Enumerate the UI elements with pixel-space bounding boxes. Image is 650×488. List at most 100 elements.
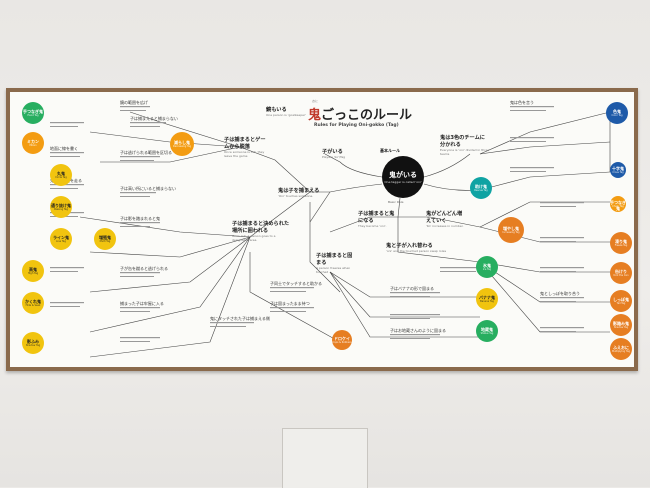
game-dot-label: ミカン: [27, 139, 39, 144]
game-dot-label: 凍り鬼: [615, 239, 627, 244]
game-dot-en: Rescue Tag: [474, 189, 488, 192]
basic-rule-label: 基本ルール: [380, 148, 400, 153]
note-14: 子はバナナの形で固まる: [390, 286, 434, 291]
node-kotaeru-jp: 子は捕まると固まる: [316, 253, 353, 266]
node-kakowareru-jp: 子は捕まると決められた場所に囲われる: [232, 221, 290, 234]
game-dot-en: Kick the Can: [613, 274, 629, 277]
node-kawaru-jp: 子は捕まると鬼になる: [358, 211, 395, 224]
game-dot-en: Cross Tag: [612, 171, 624, 174]
note-3: 地面に線を書く: [50, 146, 78, 151]
game-dot-label: ふえおに: [613, 345, 629, 350]
node-irekawaru: 鬼と子が入れ替わる'oni' and the touched person sw…: [386, 242, 446, 253]
note-2: 子は捕まえると捕まらない: [130, 116, 178, 121]
game-dot-en: Color Tag: [611, 114, 623, 117]
game-dot-en: Shadow Tag: [613, 326, 629, 329]
node-tsukamaeru: 鬼は子を捕まえる'Oni' touches someone.: [278, 187, 319, 198]
game-dot-en: Mikan: [29, 144, 37, 147]
node-irekawaru-jp: 鬼と子が入れ替わる: [386, 243, 433, 249]
title-rest: ごっこのルール: [321, 108, 413, 123]
node-kotaeru-en: A person freezes when touched: [316, 266, 351, 274]
game-dot-en: Hand Tag: [27, 114, 39, 117]
game-dot-en: Line Tag: [56, 240, 66, 243]
game-dot-en: Circle Tag: [55, 176, 67, 179]
node-fueru-en: 'Ko' increases in number.: [426, 224, 464, 228]
node-tsukamaeru-jp: 鬼は子を捕まえる: [278, 188, 320, 194]
poster-title: 鬼ごっこのルール: [308, 104, 412, 123]
game-dot-label: 増やし鬼: [503, 226, 519, 231]
title-prefix: 鬼: [308, 108, 322, 123]
node-kakowareru-en: Once out, a person goes to a designated …: [232, 234, 276, 242]
node-teams-en: Everyone is 'oni' divided in three teams: [440, 148, 490, 156]
game-dot-en: Freeze Tag: [614, 244, 628, 247]
game-dot-en: Multi Tag: [99, 240, 111, 243]
game-dot-label: しっぽ鬼: [613, 297, 629, 302]
game-dot-label: 地蔵鬼: [481, 327, 493, 332]
node-fueru: 鬼がどんどん増えていく'Ko' increases in number.: [426, 210, 466, 228]
game-dot-label: かくれ鬼: [25, 299, 41, 304]
node-teams-jp: 鬼は3色のチームに分かれる: [440, 135, 485, 148]
game-dot-en: Banana Tag: [480, 300, 494, 303]
game-dot-en: Ice Tag: [482, 268, 492, 271]
node-kodomo-jp: 子がいる: [322, 149, 343, 155]
node-oni-mo-jp: 鏡もいる: [266, 107, 287, 113]
note-10: 鬼にタッチされた子は捕まえる側: [210, 316, 270, 321]
poster-subtitle: Rules for Playing Oni-gokko (Tag): [314, 123, 399, 128]
note-1: 鏡の範囲を広げ: [120, 100, 148, 105]
node-datsuraku-en: Once someone is out, they leave the game: [224, 150, 265, 158]
node-kawaru-en: They become 'oni'.: [358, 224, 387, 228]
note-13: 子は固まったまま待つ: [270, 301, 310, 306]
game-dot-label: 増殖鬼: [99, 235, 111, 240]
game-dot-en: Chain Tag: [612, 205, 624, 208]
game-dot-en: Shadow Tag: [25, 344, 41, 347]
note-11: 子が缶を蹴ると逃げられる: [120, 266, 168, 271]
center-caption: One tagger is called 'oni': [384, 180, 422, 184]
game-dot-en: Tail Tag: [616, 302, 626, 305]
flow-lines: [50, 106, 611, 358]
node-datsuraku-jp: 子は捕まるとゲームから脱落: [224, 137, 266, 150]
basic-rule-en: Basic Rule: [388, 200, 404, 204]
node-irekawaru-en: 'oni' and the touched person swap roles: [386, 249, 447, 253]
node-kodomo-en: Players 'ko'/Tag: [322, 155, 346, 159]
note-4: 子は逃げられる範囲を区切る: [120, 150, 172, 155]
note-16: 捕まった子は牢屋に入る: [120, 301, 164, 306]
game-dot-label: バナナ鬼: [479, 295, 495, 300]
wall-panel: [282, 428, 368, 488]
game-dot-label: 高鬼: [29, 267, 37, 272]
game-dot-en: High Tag: [27, 272, 39, 275]
game-dot-en: Decreasing Tag: [172, 145, 192, 148]
node-fueru-jp: 鬼がどんどん増えていく: [426, 211, 463, 224]
game-dot-label: 氷鬼: [483, 263, 491, 268]
game-dot-en: Statue Tag: [480, 332, 494, 335]
game-dot-label: ドロケイ: [334, 336, 350, 341]
game-dot-label: 缶けり: [615, 269, 627, 274]
game-dot-label: 十字鬼: [612, 166, 624, 171]
note-12: 子同士でタッチすると助かる: [270, 281, 322, 286]
note-6: 子は高い所にいると捕まらない: [120, 186, 176, 191]
game-dot-en: Increasing Tag: [502, 231, 520, 234]
node-tsukamaeru-en: 'Oni' touches someone.: [278, 194, 314, 198]
game-dot-label: 通り抜け鬼: [51, 203, 71, 208]
note-15: 子はお地蔵さんのように固まる: [390, 328, 446, 333]
